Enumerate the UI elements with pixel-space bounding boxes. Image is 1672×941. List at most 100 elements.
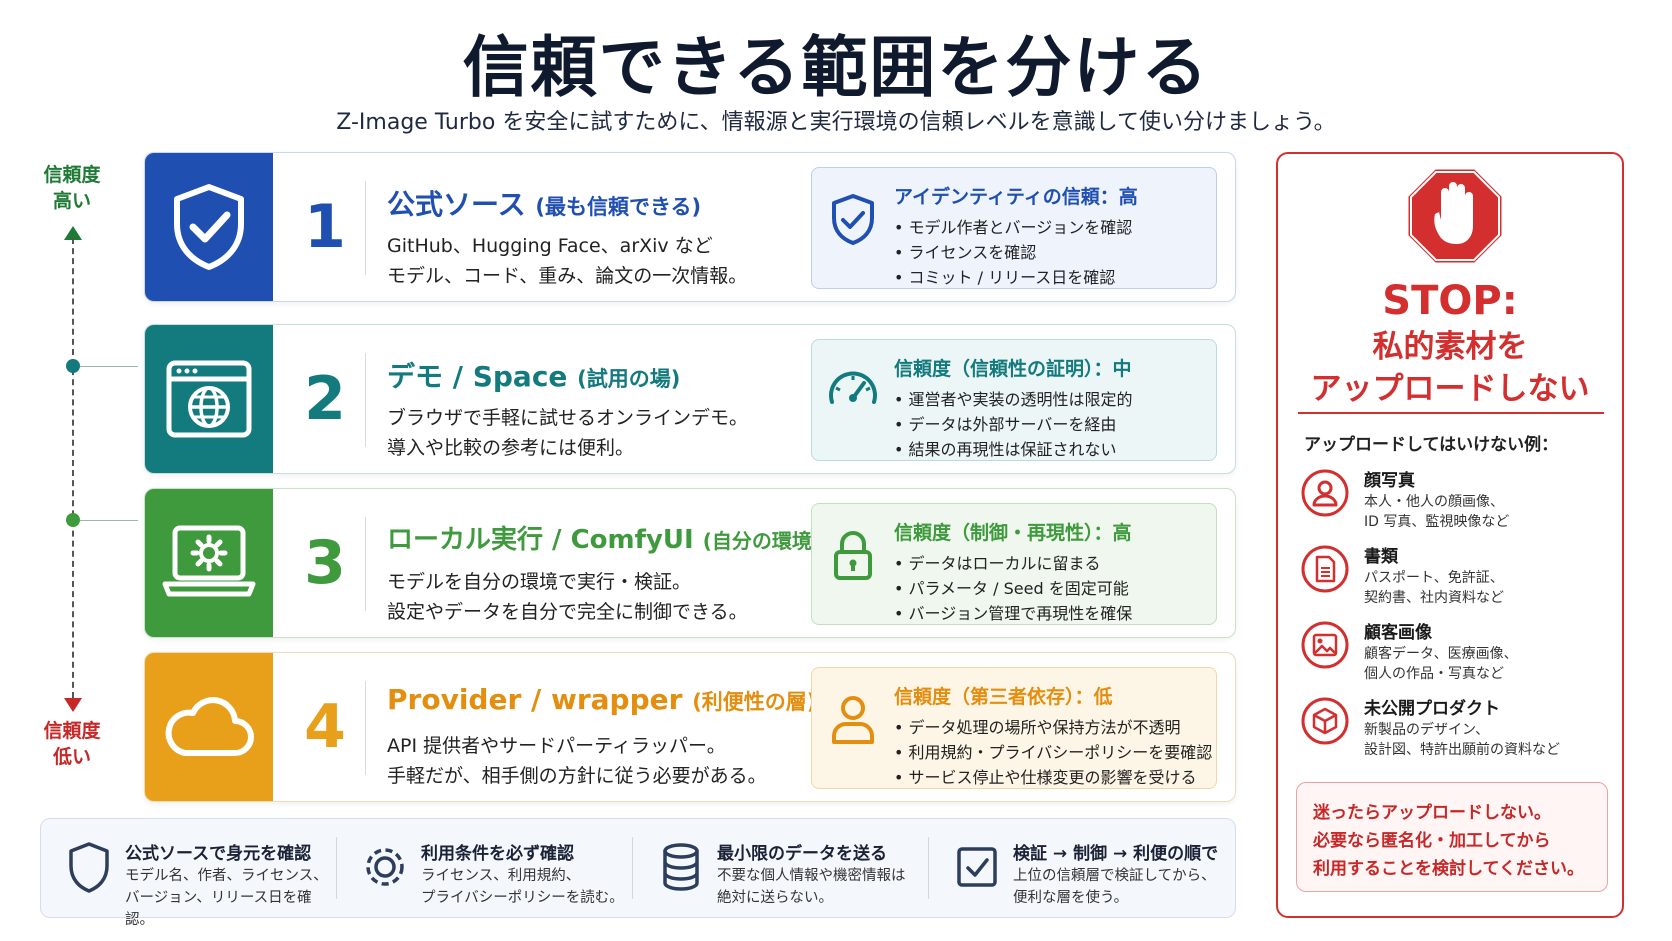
stop-note: 迷ったらアップロードしない。 必要なら匿名化・加工してから 利用することを検討し… [1296,782,1608,892]
shield-check-icon [174,184,244,270]
row-description: モデルを自分の環境で実行・検証。 設定やデータを自分で完全に制御できる。 [387,571,748,623]
axis-label-low: 信頼度 低い [43,720,101,768]
shield-icon [69,842,109,893]
tip-title: 公式ソースで身元を確認 [125,844,312,864]
row-divider [365,517,366,611]
tip-desc: 上位の信頼層で検証してから、 便利な層を使う。 [1013,868,1216,906]
tip-title: 最小限のデータを送る [717,844,887,864]
info-title: アイデンティティの信頼：高 [894,186,1138,208]
arrow-up-icon [64,226,82,240]
tip-item: 公式ソースで身元を確認 モデル名、作者、ライセンス、 バージョン、リリース日を確… [41,819,337,928]
info-title: 信頼度（信頼性の証明）：中 [894,358,1132,380]
row-title-note: (利便性の層) [692,690,817,714]
document-icon [1301,545,1349,593]
person-icon [832,696,874,744]
example-desc: 本人・他人の顔画像、 ID 写真、監視映像など [1364,494,1510,530]
row-title-note: (自分の環境) [702,529,822,553]
info-item: バージョン管理で再現性を確保 [894,601,1204,626]
example-title: 顧客画像 [1364,623,1432,643]
info-item: ライセンスを確認 [894,240,1204,265]
row-title: 公式ソース (最も信頼できる) [387,183,701,223]
trust-row-provider: 4 Provider / wrapper (利便性の層) API 提供者やサード… [144,652,1236,802]
info-list: データはローカルに留まる パラメータ / Seed を固定可能 バージョン管理で… [894,551,1204,626]
row-info-box: アイデンティティの信頼：高 モデル作者とバージョンを確認 ライセンスを確認 コミ… [811,167,1217,289]
page-title: 信頼できる範囲を分ける [462,29,1210,106]
axis-tick [80,366,138,367]
row-divider [365,681,366,775]
row-title: Provider / wrapper (利便性の層) [387,683,816,716]
database-icon [663,843,699,891]
checkbox-icon [957,847,997,887]
tip-desc: ライセンス、利用規約、 プライバシーポリシーを読む。 [421,868,624,906]
tip-item: 利用条件を必ず確認 ライセンス、利用規約、 プライバシーポリシーを読む。 [337,819,633,917]
row-description: ブラウザで手軽に試せるオンラインデモ。 導入や比較の参考には便利。 [387,407,749,459]
page-subtitle: Z-Image Turbo を安全に試すために、情報源と実行環境の信頼レベルを意… [336,110,1336,135]
tip-item: 最小限のデータを送る 不要な個人情報や機密情報は 絶対に送らない。 [633,819,929,917]
example-desc: パスポート、免許証、 契約書、社内資料など [1364,570,1504,606]
row-divider [365,353,366,447]
info-title: 信頼度（制御・再現性）：高 [894,522,1132,544]
tip-title: 利用条件を必ず確認 [421,844,574,864]
person-icon [1301,469,1349,517]
info-list: 運営者や実装の透明性は限定的 データは外部サーバーを経由 結果の再現性は保証され… [894,387,1204,462]
info-list: データ処理の場所や保持方法が不透明 利用規約・プライバシーポリシーを要確認 サー… [894,715,1213,790]
example-title: 未公開プロダクト [1364,699,1500,719]
row-number: 2 [304,364,346,434]
info-item: データは外部サーバーを経由 [894,412,1204,437]
axis-tick [80,520,138,521]
row-info-box: 信頼度（信頼性の証明）：中 運営者や実装の透明性は限定的 データは外部サーバーを… [811,339,1217,461]
row-title: ローカル実行 / ComfyUI (自分の環境) [387,519,821,556]
tip-divider [632,837,633,899]
tip-title: 検証 → 制御 → 利便の順で [1013,844,1219,864]
example-title: 顔写真 [1364,471,1415,491]
info-item: モデル作者とバージョンを確認 [894,215,1204,240]
trust-row-official: 1 公式ソース (最も信頼できる) GitHub、Hugging Face、ar… [144,152,1236,302]
example-title: 書類 [1364,547,1398,567]
row-title-note: (試用の場) [577,367,681,391]
stop-divider [1298,412,1604,414]
example-item: 顧客画像 顧客データ、医療画像、 個人の作品・写真など [1300,618,1610,688]
tip-divider [928,837,929,899]
example-item: 未公開プロダクト 新製品のデザイン、 設計図、特許出願前の資料など [1300,694,1610,764]
tip-desc: 不要な個人情報や機密情報は 絶対に送らない。 [717,868,906,906]
row-title-main: デモ / Space [387,360,568,393]
tip-divider [336,837,337,899]
trust-row-local: 3 ローカル実行 / ComfyUI (自分の環境) モデルを自分の環境で実行・… [144,488,1236,638]
row-divider [365,181,366,275]
info-item: データ処理の場所や保持方法が不透明 [894,715,1204,740]
info-item: データはローカルに留まる [894,551,1204,576]
arrow-down-icon [64,698,82,712]
row-number: 1 [304,192,346,262]
example-item: 顔写真 本人・他人の顔画像、 ID 写真、監視映像など [1300,466,1610,536]
example-desc: 顧客データ、医療画像、 個人の作品・写真など [1364,646,1518,682]
info-list: モデル作者とバージョンを確認 ライセンスを確認 コミット / リリース日を確認 [894,215,1204,290]
box-icon [1301,697,1349,745]
gear-icon [366,848,404,886]
lock-icon [834,531,872,580]
info-title: 信頼度（第三者依存）：低 [894,686,1113,708]
row-number: 4 [304,692,346,762]
stop-panel: STOP: 私的素材を アップロードしない アップロードしてはいけない例： 顔写… [1276,152,1624,918]
row-title: デモ / Space (試用の場) [387,355,680,395]
axis-dot [66,513,80,527]
row-title-main: Provider / wrapper [387,683,683,716]
laptop-gear-icon [162,525,256,597]
row-info-box: 信頼度（第三者依存）：低 データ処理の場所や保持方法が不透明 利用規約・プライバ… [811,667,1217,789]
row-title-main: ローカル実行 / ComfyUI [387,525,694,555]
gauge-icon [829,371,877,404]
shield-check-icon [832,194,874,245]
example-item: 書類 パスポート、免許証、 契約書、社内資料など [1300,542,1610,612]
stop-hand-icon [1405,166,1505,266]
axis-dot [66,359,80,373]
trust-row-demo: 2 デモ / Space (試用の場) ブラウザで手軽に試せるオンラインデモ。 … [144,324,1236,474]
row-title-main: 公式ソース [387,188,526,221]
row-number: 3 [304,528,346,598]
stop-subtitle: 私的素材を アップロードしない [1310,329,1590,407]
info-item: 結果の再現性は保証されない [894,437,1204,462]
row-band [145,653,273,801]
row-band [145,489,273,637]
image-icon [1301,621,1349,669]
row-title-note: (最も信頼できる) [535,195,702,219]
tip-desc: モデル名、作者、ライセンス、 バージョン、リリース日を確認。 [125,868,328,928]
stop-title: STOP: [1382,278,1518,324]
